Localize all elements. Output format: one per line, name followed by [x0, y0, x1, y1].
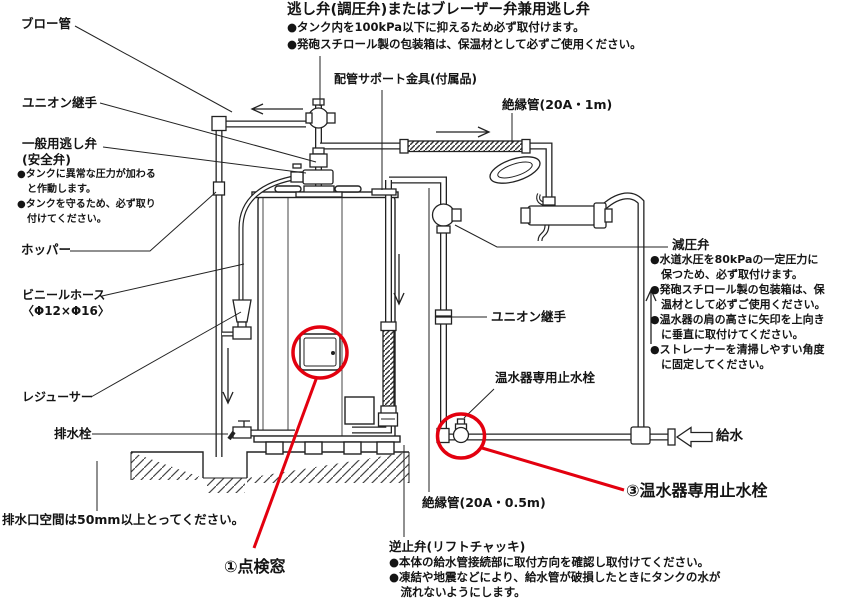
check-valve-notes: ●本体の給水管接続部に取付方向を確認し取付けてください。 ●凍結や地震などにより…: [389, 555, 721, 599]
hopper-fitting: [212, 181, 226, 196]
union-joint-left-label: ユニオン継手: [22, 95, 98, 110]
tank-foot: [304, 441, 323, 455]
hopper: [222, 326, 252, 340]
nameplate: [344, 396, 375, 425]
safety-valve-notes: ●タンクに異常な圧力が加わる と作動します。 ●タンクを守るため、必ず取り 付け…: [17, 169, 156, 225]
insulation-pipe-1m: [405, 140, 524, 153]
water-heater-tank: [251, 185, 401, 455]
union-joint-right: [434, 309, 453, 325]
shower-head: [489, 156, 541, 184]
arrow-right-icon: [436, 126, 491, 138]
union-joint-top: [309, 147, 328, 168]
union-joint-right-label: ユニオン継手: [491, 309, 567, 324]
arrow-left-icon: [250, 103, 303, 115]
callout-stop-valve: ③温水器専用止水栓: [626, 481, 768, 500]
ground-base: [130, 451, 410, 493]
tank-foot: [265, 441, 284, 455]
lid-handle: [334, 185, 362, 193]
pipe-cap: [667, 428, 676, 446]
relief-valve-note-title: 逃し弁(調圧弁)またはブレーザー弁兼用逃し弁: [287, 2, 590, 18]
inspection-window: [299, 333, 341, 371]
pressure-reducing-valve: [431, 203, 462, 234]
inspection-window-callout-line: [252, 377, 318, 549]
check-valve-heading: 逆止弁(リフトチャッキ): [389, 539, 526, 554]
insulation-1m-label: 絶縁管(20A・1m): [502, 97, 613, 112]
pipe-support-bracket: [371, 188, 397, 196]
stop-valve-callout-line: [481, 446, 625, 492]
callout-inspection-window: ①点検窓: [224, 557, 286, 576]
relief-valve: [305, 98, 336, 129]
arrow-up-icon: [645, 288, 657, 344]
tank-foot: [343, 441, 362, 455]
pipe-support-label: 配管サポート金具(付属品): [334, 72, 477, 86]
water-supply-label: 給水: [716, 428, 743, 444]
leader-lines: [70, 25, 668, 537]
insulation-pipe-05m: [382, 329, 395, 409]
fittings: [211, 98, 676, 446]
tee-fitting: [630, 426, 651, 445]
relief-valve-note-body: ●タンク内を100kPa以下に抑えるため必ず取付けます。 ●発砲スチロール製の包…: [287, 20, 642, 51]
arrow-down-icon: [222, 348, 234, 405]
arrow-down-icon: [393, 254, 405, 306]
insulated-pipe-sections: [380, 138, 531, 416]
inspection-window-circle: [291, 325, 349, 380]
safety-valve: [290, 163, 343, 198]
prv-notes: ●水道水圧を80kPaの一定圧力に 保つため、必ず取付けます。 ●発砲スチロール…: [650, 253, 826, 371]
drain-space-note: 排水口空間は50mm以上とってください。: [2, 512, 245, 527]
drain-faucet: [227, 420, 252, 441]
reducer-label: レジューサー: [22, 390, 93, 404]
hopper-label: ホッパー: [21, 242, 72, 257]
elbow-fitting: [211, 115, 227, 132]
water-supply-arrow-icon: [675, 426, 713, 448]
flow-arrows: [222, 103, 713, 448]
red-annotations: [252, 325, 625, 549]
safety-valve-heading: 一般用逃し弁 (安全弁): [22, 136, 98, 167]
lid-handle: [274, 185, 302, 193]
prv-heading: 減圧弁: [672, 237, 710, 252]
vinyl-hose-label: ビニールホース 〈Φ12×Φ16〉: [22, 288, 110, 318]
drain-plug-label: 排水栓: [54, 426, 92, 441]
insulation-05m-label: 絶縁管(20A・0.5m): [422, 495, 546, 510]
tank-foot: [376, 441, 395, 455]
stop-valve-label: 温水器専用止水栓: [495, 370, 596, 385]
mixing-faucet: [520, 196, 613, 229]
check-valve: [377, 412, 399, 427]
blow-pipe-label: ブロー管: [21, 16, 72, 31]
stop-valve-circle: [435, 412, 487, 460]
